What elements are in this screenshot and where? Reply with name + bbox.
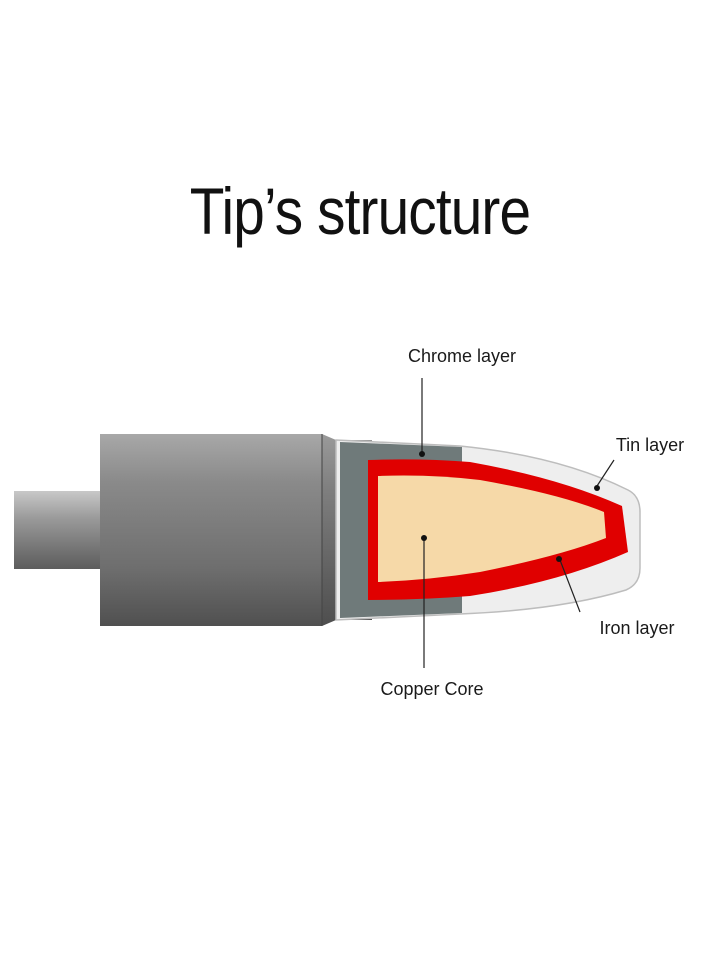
iron-layer-label: Iron layer <box>599 618 674 638</box>
tin-layer-label: Tin layer <box>616 435 684 455</box>
copper-core <box>378 475 606 582</box>
iron-leader <box>556 556 581 613</box>
copper-leader <box>421 535 427 668</box>
chrome-leader <box>419 378 425 457</box>
page-title: Tip’s structure <box>189 174 531 248</box>
tip-barrel <box>100 434 322 626</box>
tin-leader <box>594 459 615 491</box>
chrome-layer-label: Chrome layer <box>408 346 516 366</box>
copper-core-label: Copper Core <box>380 679 483 699</box>
tip-shaft <box>14 491 106 569</box>
